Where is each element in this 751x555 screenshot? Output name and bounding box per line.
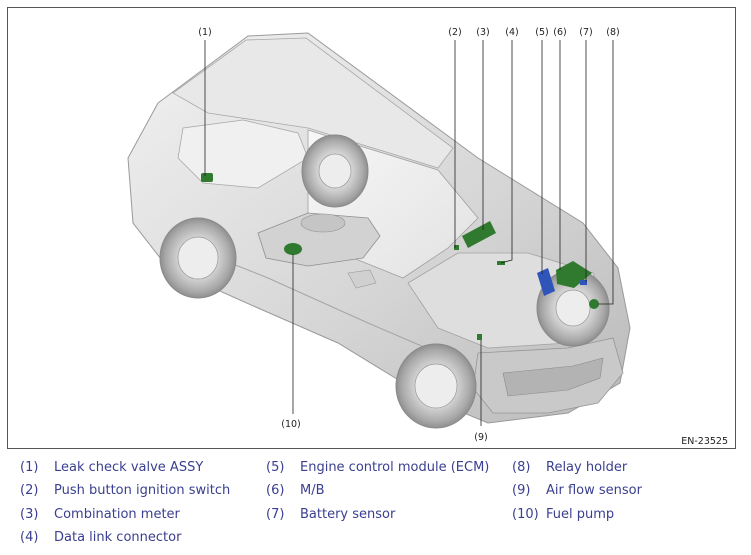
legend-item-3: (3) Combination meter (20, 507, 180, 522)
legend-number: (2) (20, 483, 39, 498)
callout-labels: (1) (2) (3) (4) (5) (6) (7) (8) (9) (10)… (198, 27, 728, 447)
legend-item-2: (2) Push button ignition switch (20, 483, 230, 498)
legend-label: Data link connector (54, 530, 182, 545)
callout-9: (9) (474, 432, 487, 443)
leak-check-valve-marker (201, 173, 213, 182)
legend-label: Battery sensor (300, 507, 396, 522)
legend-number: (1) (20, 460, 39, 475)
figure-code: EN-23525 (681, 436, 728, 447)
callout-8: (8) (606, 27, 619, 38)
legend-item-8: (8) Relay holder (512, 460, 627, 475)
callout-2: (2) (448, 27, 461, 38)
fuel-pump-marker (284, 243, 302, 255)
vehicle-illustration: (1) (2) (3) (4) (5) (6) (7) (8) (9) (10)… (127, 27, 728, 447)
legend-number: (3) (20, 507, 39, 522)
legend-label: Relay holder (546, 460, 628, 475)
legend-number: (5) (266, 460, 285, 475)
legend-number: (9) (512, 483, 531, 498)
relay-holder-marker (589, 299, 599, 309)
leader-lines (204, 40, 614, 426)
callout-5: (5) (535, 27, 548, 38)
legend-item-7: (7) Battery sensor (266, 507, 395, 522)
components (201, 173, 599, 340)
wheels (159, 134, 610, 429)
legend-item-10: (10) Fuel pump (512, 507, 614, 522)
combination-meter-marker (462, 221, 496, 248)
legend-item-5: (5) Engine control module (ECM) (266, 460, 489, 475)
legend-label: M/B (300, 483, 325, 498)
legend-item-1: (1) Leak check valve ASSY (20, 460, 203, 475)
legend-item-9: (9) Air flow sensor (512, 483, 642, 498)
legend-label: Combination meter (54, 507, 180, 522)
callout-7: (7) (579, 27, 592, 38)
legend-label: Fuel pump (546, 507, 615, 522)
callout-1: (1) (198, 27, 211, 38)
legend: (1) Leak check valve ASSY (2) Push button … (0, 455, 751, 555)
legend-number: (6) (266, 483, 285, 498)
callout-3: (3) (476, 27, 489, 38)
battery-sensor-marker (580, 280, 587, 285)
callout-6: (6) (553, 27, 566, 38)
push-button-ignition-switch-marker (454, 245, 459, 250)
legend-item-4: (4) Data link connector (20, 530, 181, 545)
ecm-marker (537, 268, 555, 296)
legend-number: (10) (512, 507, 539, 522)
air-flow-sensor-marker (477, 334, 482, 340)
component-location-diagram: (1) (2) (3) (4) (5) (6) (7) (8) (9) (10)… (7, 7, 736, 449)
mb-marker (556, 261, 592, 288)
legend-number: (7) (266, 507, 285, 522)
legend-label: Air flow sensor (546, 483, 642, 498)
legend-item-6: (6) M/B (266, 483, 325, 498)
legend-label: Engine control module (ECM) (300, 460, 490, 475)
legend-number: (8) (512, 460, 531, 475)
callout-10: (10) (281, 419, 301, 430)
callout-4: (4) (505, 27, 518, 38)
legend-label: Push button ignition switch (54, 483, 231, 498)
legend-number: (4) (20, 530, 39, 545)
legend-label: Leak check valve ASSY (54, 460, 204, 475)
